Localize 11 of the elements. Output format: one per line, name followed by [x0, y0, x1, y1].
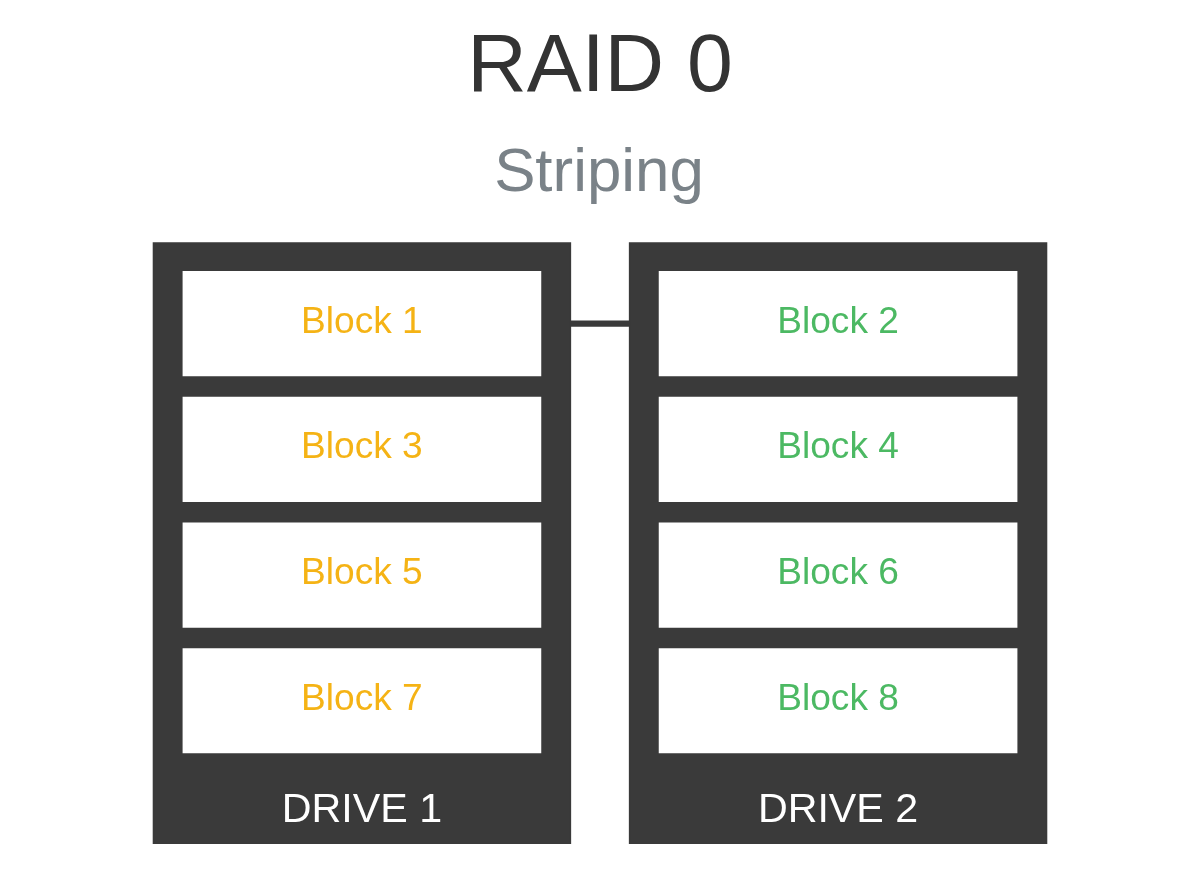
- node-box: Block 4: [658, 396, 1018, 502]
- diagram-title: RAID 0: [467, 15, 733, 108]
- node-box: Block 1: [182, 271, 542, 377]
- node-box: Block 2: [658, 271, 1018, 377]
- node-box: Block 8: [658, 648, 1018, 754]
- connector: [570, 320, 630, 327]
- label: Striping: [494, 134, 704, 204]
- node-box: Block 5: [182, 522, 542, 628]
- node-box: Block 6: [658, 522, 1018, 628]
- node-box: Block 7: [182, 648, 542, 754]
- node-box: Block 3: [182, 396, 542, 502]
